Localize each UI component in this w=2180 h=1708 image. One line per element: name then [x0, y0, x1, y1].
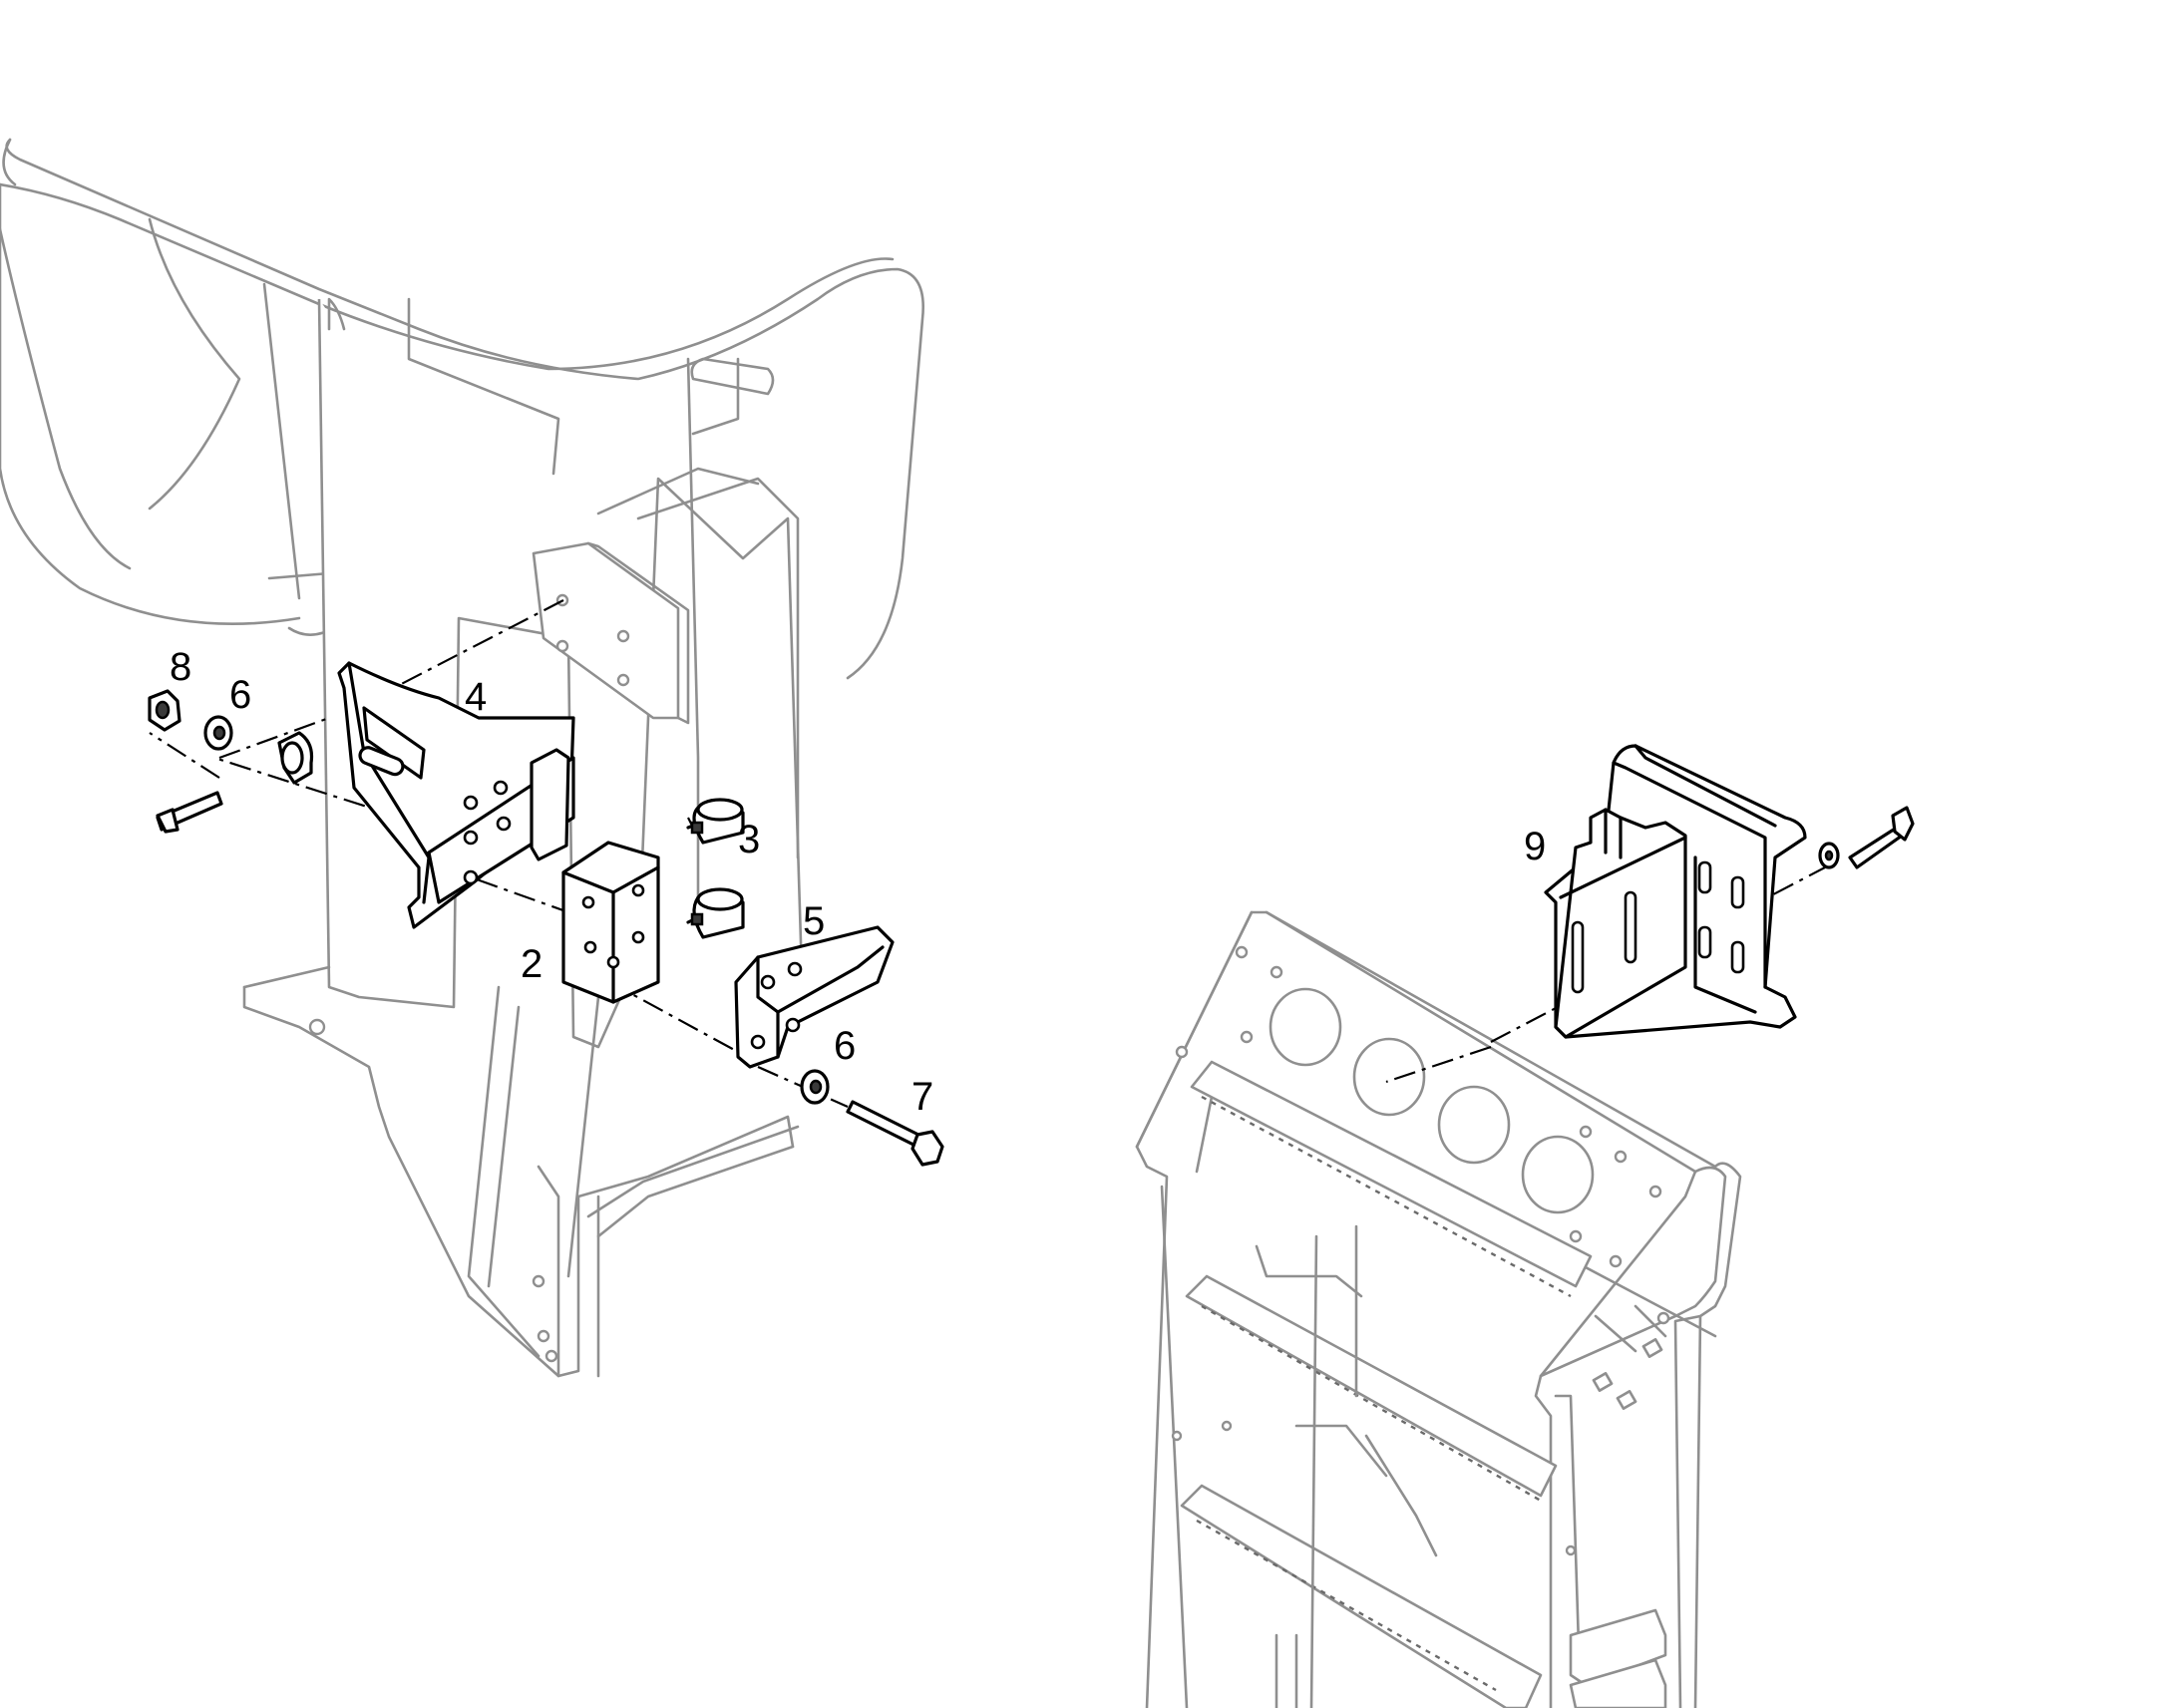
part-9-bracket-assembly: [1544, 744, 1807, 1039]
part-7-bolt: [846, 1100, 944, 1167]
part-9-washer: [1818, 842, 1840, 869]
callout-part-6-left: 6: [229, 673, 251, 717]
part-5-plate: [734, 925, 895, 1069]
callout-part-8: 8: [170, 645, 191, 689]
part-2-block: [561, 841, 660, 1004]
callout-part-5: 5: [803, 899, 825, 943]
callout-part-7: 7: [911, 1075, 933, 1119]
callout-part-6-right: 6: [834, 1024, 856, 1068]
callout-part-9: 9: [1524, 825, 1546, 868]
part-9-screw: [1848, 806, 1915, 869]
part-6-right-washer: [800, 1069, 830, 1105]
part-6-left-washer: [203, 715, 233, 751]
callout-part-2: 2: [521, 942, 543, 986]
callout-part-3: 3: [738, 818, 760, 861]
callout-part-4: 4: [465, 675, 487, 719]
right-ladder-background: [1135, 910, 1742, 1708]
part-4-bracket: [337, 661, 575, 929]
part-8-nut: [148, 689, 182, 732]
part-3-rubber-stops: [686, 798, 745, 939]
left-bolt-and-spacer: [156, 731, 314, 834]
